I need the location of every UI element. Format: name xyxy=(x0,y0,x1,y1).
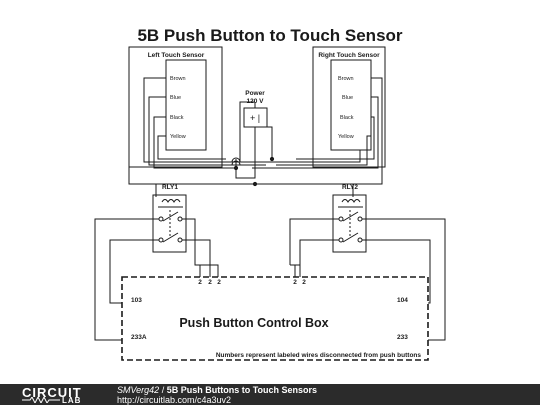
left-sensor-enclosure xyxy=(128,46,223,168)
left-wire-yellow: Yellow xyxy=(170,134,186,140)
connector-label-1: 2 xyxy=(198,279,202,286)
connector-label-5: 2 xyxy=(302,279,306,286)
right-wire-black: Black xyxy=(340,115,354,121)
connector-label-2: 2 xyxy=(208,279,212,286)
relay-rly2-body xyxy=(332,194,367,253)
control-box-title: Push Button Control Box xyxy=(179,316,328,330)
circuit-title-link[interactable]: 5B Push Buttons to Touch Sensors xyxy=(166,385,318,395)
left-sensor-block xyxy=(165,59,207,151)
relay-rly1-body xyxy=(152,194,187,253)
left-wire-black: Black xyxy=(170,115,184,121)
power-label: Power xyxy=(245,90,265,97)
logo-text-lab: LAB xyxy=(62,396,82,405)
author-link[interactable]: SMVerg42 xyxy=(117,385,160,395)
connector-label-3: 2 xyxy=(217,279,221,286)
circuit-credit: SMVerg42 / 5B Push Buttons to Touch Sens… xyxy=(117,385,317,405)
right-sensor-enclosure xyxy=(312,46,386,168)
control-box-note: Numbers represent labeled wires disconne… xyxy=(216,352,422,359)
left-sensor-label: Left Touch Sensor xyxy=(148,52,205,59)
connector-label-4: 2 xyxy=(293,279,297,286)
left-wire-brown: Brown xyxy=(170,76,186,82)
right-wire-blue: Blue xyxy=(342,95,353,101)
terminal-104: 104 xyxy=(397,297,408,304)
relay-rly1-label: RLY1 xyxy=(162,184,178,191)
relay-rly2-label: RLY2 xyxy=(342,184,358,191)
footer-bar: CIRCUIT LAB SMVerg42 / 5B Push Buttons t… xyxy=(0,384,540,405)
power-voltage: 120 V xyxy=(247,98,265,105)
terminal-233: 233 xyxy=(397,334,408,341)
control-box-outline xyxy=(121,276,429,361)
terminal-233a: 233A xyxy=(131,334,147,341)
logo-text-circuit: CIRCUIT xyxy=(22,385,82,400)
circuit-url-link[interactable]: http://circuitlab.com/c4a3uv2 xyxy=(117,395,232,405)
right-sensor-block xyxy=(330,59,372,151)
left-wire-blue: Blue xyxy=(170,95,181,101)
right-sensor-label: Right Touch Sensor xyxy=(318,52,380,59)
resistor-wave-icon xyxy=(22,397,60,403)
right-wire-brown: Brown xyxy=(338,76,354,82)
credit-separator: / xyxy=(159,385,167,395)
right-sensor-wires xyxy=(252,77,383,197)
terminal-103: 103 xyxy=(131,297,142,304)
power-symbol: + | xyxy=(250,113,260,123)
left-sensor-wires xyxy=(128,77,361,197)
circuitlab-logo[interactable]: CIRCUIT LAB xyxy=(22,384,102,405)
diagram-title: 5B Push Button to Touch Sensor xyxy=(137,26,402,45)
right-wire-yellow: Yellow xyxy=(338,134,354,140)
